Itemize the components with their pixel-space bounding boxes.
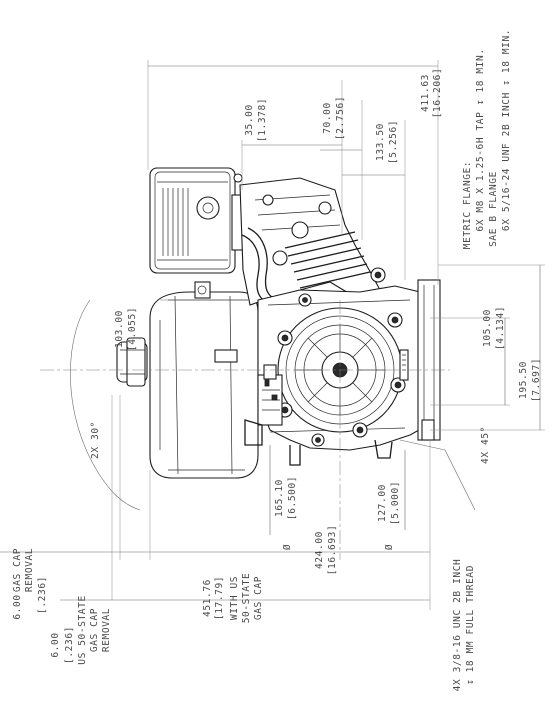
dim-105-inch-label: [4.134] [495, 306, 506, 350]
dia127-symbol: Ø [384, 544, 395, 550]
right-dimensions [430, 264, 545, 431]
with-us-note-2: 50-STATE [241, 573, 252, 624]
top-dimensions [147, 60, 439, 285]
flange-note-4: 6X 5/16-24 UNF 2B INCH ↧ 18 MIN. [501, 29, 512, 231]
dim-451-inch-label: [17.79] [214, 576, 225, 620]
us50-note-2: GAS CAP [89, 608, 100, 652]
thread-note-2: ↧ 18 MM FULL THREAD [465, 565, 476, 685]
dim-133-label: 133.50 [375, 123, 386, 161]
dim-451-label: 451.76 [202, 579, 213, 617]
gascap-dim-inch: [.236] [37, 576, 48, 614]
overall-width-inch-label: [16.206] [432, 68, 443, 119]
engine-outline [116, 167, 441, 479]
dim-70-label: 70.00 [322, 102, 333, 134]
dia127-inch-label: [5.000] [390, 481, 401, 525]
carburetor [244, 364, 283, 446]
cylinder-block [239, 177, 381, 306]
dim-103-label: 103.00 [114, 310, 125, 348]
flange-note-1: METRIC FLANGE: [462, 161, 473, 249]
gascap2-dim-label: 6.00 [50, 632, 61, 657]
dia127-label: 127.00 [377, 484, 388, 522]
angle-2x30-label: 2X 30° [90, 421, 101, 459]
dim-424-inch-label: [16.693] [327, 525, 338, 576]
gascap-removal-2: REMOVAL [24, 548, 35, 592]
dim-35-label: 35.00 [244, 104, 255, 136]
dim-35-inch-label: [1.378] [257, 98, 268, 142]
dim-105-label: 105.00 [482, 309, 493, 347]
dia165-symbol: Ø [282, 544, 293, 550]
dim-133-inch-label: [5.256] [388, 120, 399, 164]
gascap2-dim-inch: [.236] [64, 626, 75, 664]
dim-103-inch-label: [4.055] [127, 307, 138, 351]
thread-note-1: 4X 3/8-16 UNC 2B INCH [452, 559, 463, 692]
dim-195-inch-label: [7.697] [531, 358, 542, 402]
crankcase [257, 267, 441, 451]
flange-note-2: 6X M8 X 1.25-6H TAP ↧ 18 MIN. [475, 48, 486, 231]
bottom-dimensions [0, 299, 476, 610]
dim-70-inch-label: [2.756] [335, 96, 346, 140]
gascap-dim-label: 6.00 [12, 594, 23, 619]
dim-424-label: 424.00 [314, 531, 325, 569]
muffler [149, 167, 245, 274]
fuel-tank [149, 291, 259, 479]
dim-195-label: 195.50 [518, 361, 529, 399]
overall-width-label: 411.63 [420, 74, 431, 112]
dia165-inch-label: [6.500] [287, 476, 298, 520]
angle-4x45-label: 4X 45° [480, 426, 491, 464]
gascap-removal-1: GAS CAP [12, 548, 23, 592]
dimension-labels: 411.63 [16.206] 35.00 [1.378] 70.00 [2.7… [12, 29, 542, 691]
flange-note-3: SAE B FLANGE [488, 171, 499, 247]
us50-note-1: US 50-STATE [77, 595, 88, 665]
with-us-note-1: WITH US [229, 576, 240, 620]
dia165-label: 165.10 [274, 479, 285, 517]
with-us-note-3: GAS CAP [253, 576, 264, 620]
us50-note-3: REMOVAL [101, 608, 112, 652]
